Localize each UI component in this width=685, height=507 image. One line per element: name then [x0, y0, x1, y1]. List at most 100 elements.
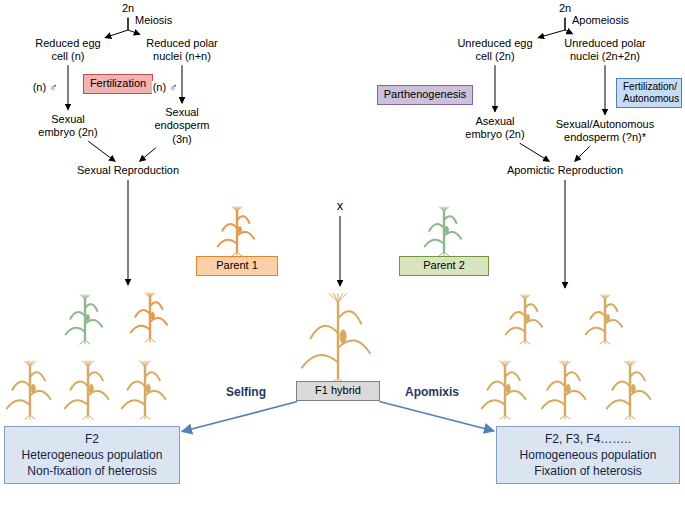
plant-leaf: [444, 216, 456, 223]
plant-tassel: [562, 361, 565, 367]
plant-leaf: [12, 382, 30, 390]
plant-stem: [236, 212, 238, 252]
plant-leaf: [605, 304, 617, 311]
edge-label: Selfing: [225, 385, 267, 399]
plant-stem: [524, 300, 526, 340]
plant-ear: [31, 384, 35, 393]
text-node: Sexual endosperm (3n): [142, 105, 222, 147]
plant-tassel: [439, 207, 444, 212]
plant-tassel: [85, 361, 88, 367]
plant-leaf: [612, 382, 630, 390]
node-text: F2: [11, 431, 173, 447]
plant-tassel: [83, 361, 89, 367]
plant-tassel: [338, 294, 347, 303]
plant-tassel: [600, 295, 605, 300]
plant-leaf: [131, 326, 150, 333]
plant-tassel: [525, 295, 530, 300]
plant-stem: [604, 300, 606, 340]
plant-tassel: [523, 295, 525, 300]
plant-leaf: [586, 328, 605, 335]
connector-arrow: [520, 143, 550, 161]
plant-leaf: [505, 372, 520, 380]
plant-stem: [149, 298, 151, 338]
plant-leaf: [85, 304, 97, 311]
plant-stem: [337, 302, 339, 378]
plant-tassel: [88, 361, 94, 367]
connector-arrow: [575, 146, 590, 161]
plant-tassel: [145, 361, 151, 367]
plant-leaf: [30, 372, 45, 380]
node-text: Apomictic Reproduction: [507, 164, 623, 177]
plant-leaf: [510, 312, 525, 319]
plant-leaf: [122, 400, 145, 408]
plant-leaf: [65, 400, 88, 408]
plant-tassel: [235, 207, 237, 212]
node-text: Parthenogenesis: [384, 88, 467, 101]
plant-leaf: [565, 372, 580, 380]
connector-arrow: [182, 65, 183, 103]
edge-label: Apomixis: [404, 385, 460, 399]
text-node: Apomictic Reproduction: [505, 163, 625, 178]
plant-tassel: [80, 295, 85, 300]
result-box: F2Heterogeneous populationNon-fixation o…: [4, 426, 180, 485]
connector-arrow: [379, 402, 494, 431]
plant-ear: [526, 314, 529, 321]
plant-stem: [29, 367, 31, 415]
plant-tassel: [83, 295, 85, 300]
plant-ear: [566, 384, 570, 393]
plant-tassel: [605, 295, 610, 300]
plant-tassel: [444, 207, 449, 212]
plant-leaf: [542, 400, 565, 408]
edge-label: Meiosis: [134, 14, 173, 27]
plant-leaf: [88, 372, 103, 380]
text-node: Reduced polar nuclei (n+n): [142, 36, 222, 64]
plant-tassel: [625, 361, 631, 367]
plant-tassel: [520, 295, 525, 300]
plant-root: [520, 340, 525, 344]
plant-root: [525, 340, 530, 344]
maize-plant: [65, 361, 108, 419]
plant-stem: [504, 367, 506, 415]
plant-root: [83, 415, 88, 419]
plant-tassel: [329, 294, 338, 303]
plant-leaf: [607, 400, 630, 408]
node-text: Sexual embryo (2n): [35, 113, 101, 139]
text-node: Unreduced egg cell (2n): [454, 36, 536, 64]
node-text: F1 hybrid: [303, 384, 373, 397]
plant-ear: [606, 314, 609, 321]
plant-tassel: [148, 293, 150, 298]
text-node: Asexual embryo (2n): [459, 114, 531, 142]
connector-arrow: [105, 18, 128, 38]
plant-leaf: [145, 372, 160, 380]
plant-root: [560, 415, 565, 419]
plant-ear: [146, 384, 150, 393]
node-text: Asexual embryo (2n): [461, 115, 529, 141]
process-box: Parent 1: [196, 256, 278, 275]
plant-leaf: [302, 355, 338, 368]
plant-stem: [629, 367, 631, 415]
plant-root: [600, 340, 605, 344]
plant-tassel: [500, 361, 506, 367]
plant-tassel: [237, 207, 242, 212]
maize-plant: [131, 293, 167, 342]
plant-tassel: [630, 361, 636, 367]
plant-leaf: [237, 216, 249, 223]
plant-root: [500, 415, 505, 419]
text-node: Sexual embryo (2n): [33, 112, 103, 140]
maize-plant: [425, 207, 461, 256]
process-box: Fertilization/ Autonomous: [616, 78, 682, 108]
plant-ear: [631, 384, 635, 393]
result-box: F2, F3, F4……..Homogeneous populationFixa…: [496, 426, 680, 485]
reproduction-arrow: [565, 180, 566, 288]
plant-tassel: [560, 361, 566, 367]
plant-root: [150, 338, 155, 342]
node-text: Non-fixation of heterosis: [11, 463, 173, 479]
text-node: Unreduced polar nuclei (2n+2n): [559, 36, 651, 64]
process-box: Parent 2: [399, 256, 489, 275]
node-text: Parent 1: [203, 259, 271, 272]
plant-tassel: [603, 295, 605, 300]
plant-leaf: [630, 372, 645, 380]
plant-tassel: [565, 361, 571, 367]
node-text: Fixation of heterosis: [503, 463, 673, 479]
plant-tassel: [334, 294, 338, 303]
